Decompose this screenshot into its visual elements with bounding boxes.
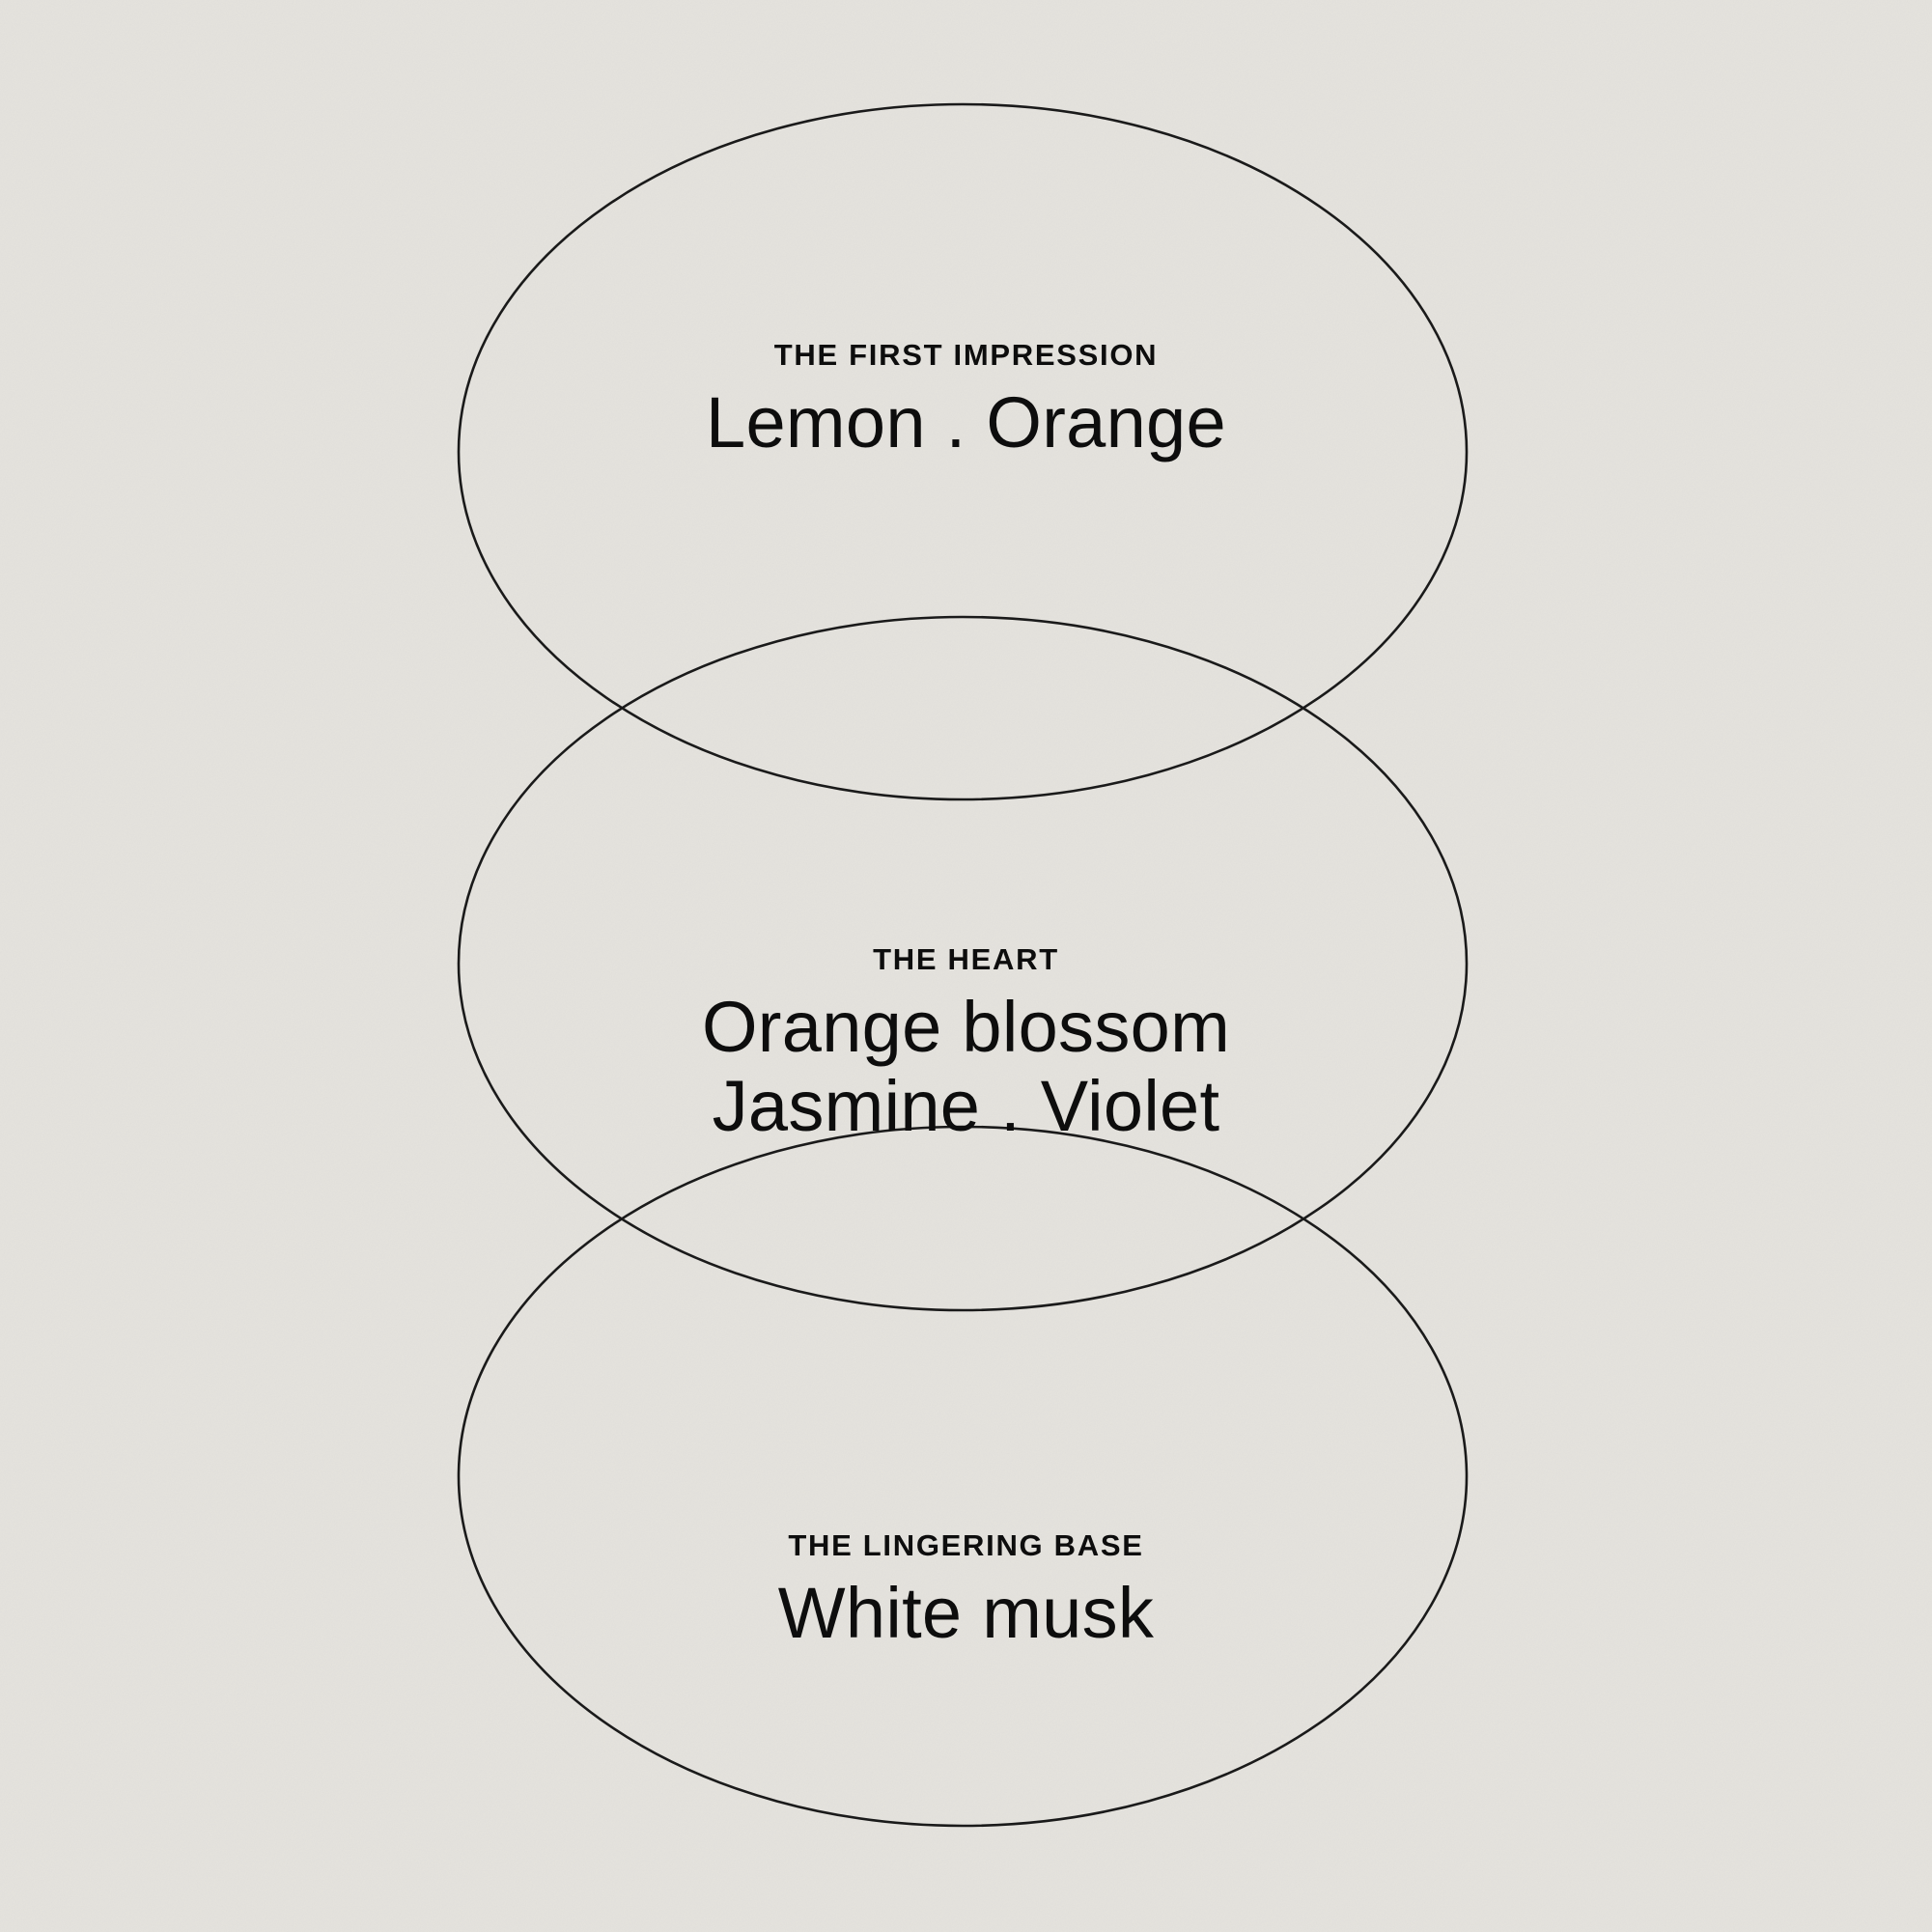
middle-note-label: THE HEART xyxy=(873,942,1059,976)
middle-note-text-block: THE HEART Orange blossom Jasmine . Viole… xyxy=(387,942,1546,1148)
top-note-ingredients: Lemon . Orange xyxy=(387,381,1546,463)
base-note-label: THE LINGERING BASE xyxy=(788,1528,1144,1562)
base-note-text-block: THE LINGERING BASE White musk xyxy=(387,1528,1546,1654)
middle-note-ingredients: Orange blossom Jasmine . Violet xyxy=(387,986,1546,1148)
base-note-line-1: White musk xyxy=(777,1572,1155,1653)
base-note-ingredients: White musk xyxy=(387,1572,1546,1654)
middle-note-line-1: Orange blossom xyxy=(701,986,1231,1067)
base-note-ellipse xyxy=(457,1125,1469,1828)
top-note-line-1: Lemon . Orange xyxy=(706,381,1226,462)
top-note-text-block: THE FIRST IMPRESSION Lemon . Orange xyxy=(387,338,1546,463)
middle-note-line-2: Jasmine . Violet xyxy=(712,1066,1220,1147)
top-note-label: THE FIRST IMPRESSION xyxy=(773,338,1159,372)
